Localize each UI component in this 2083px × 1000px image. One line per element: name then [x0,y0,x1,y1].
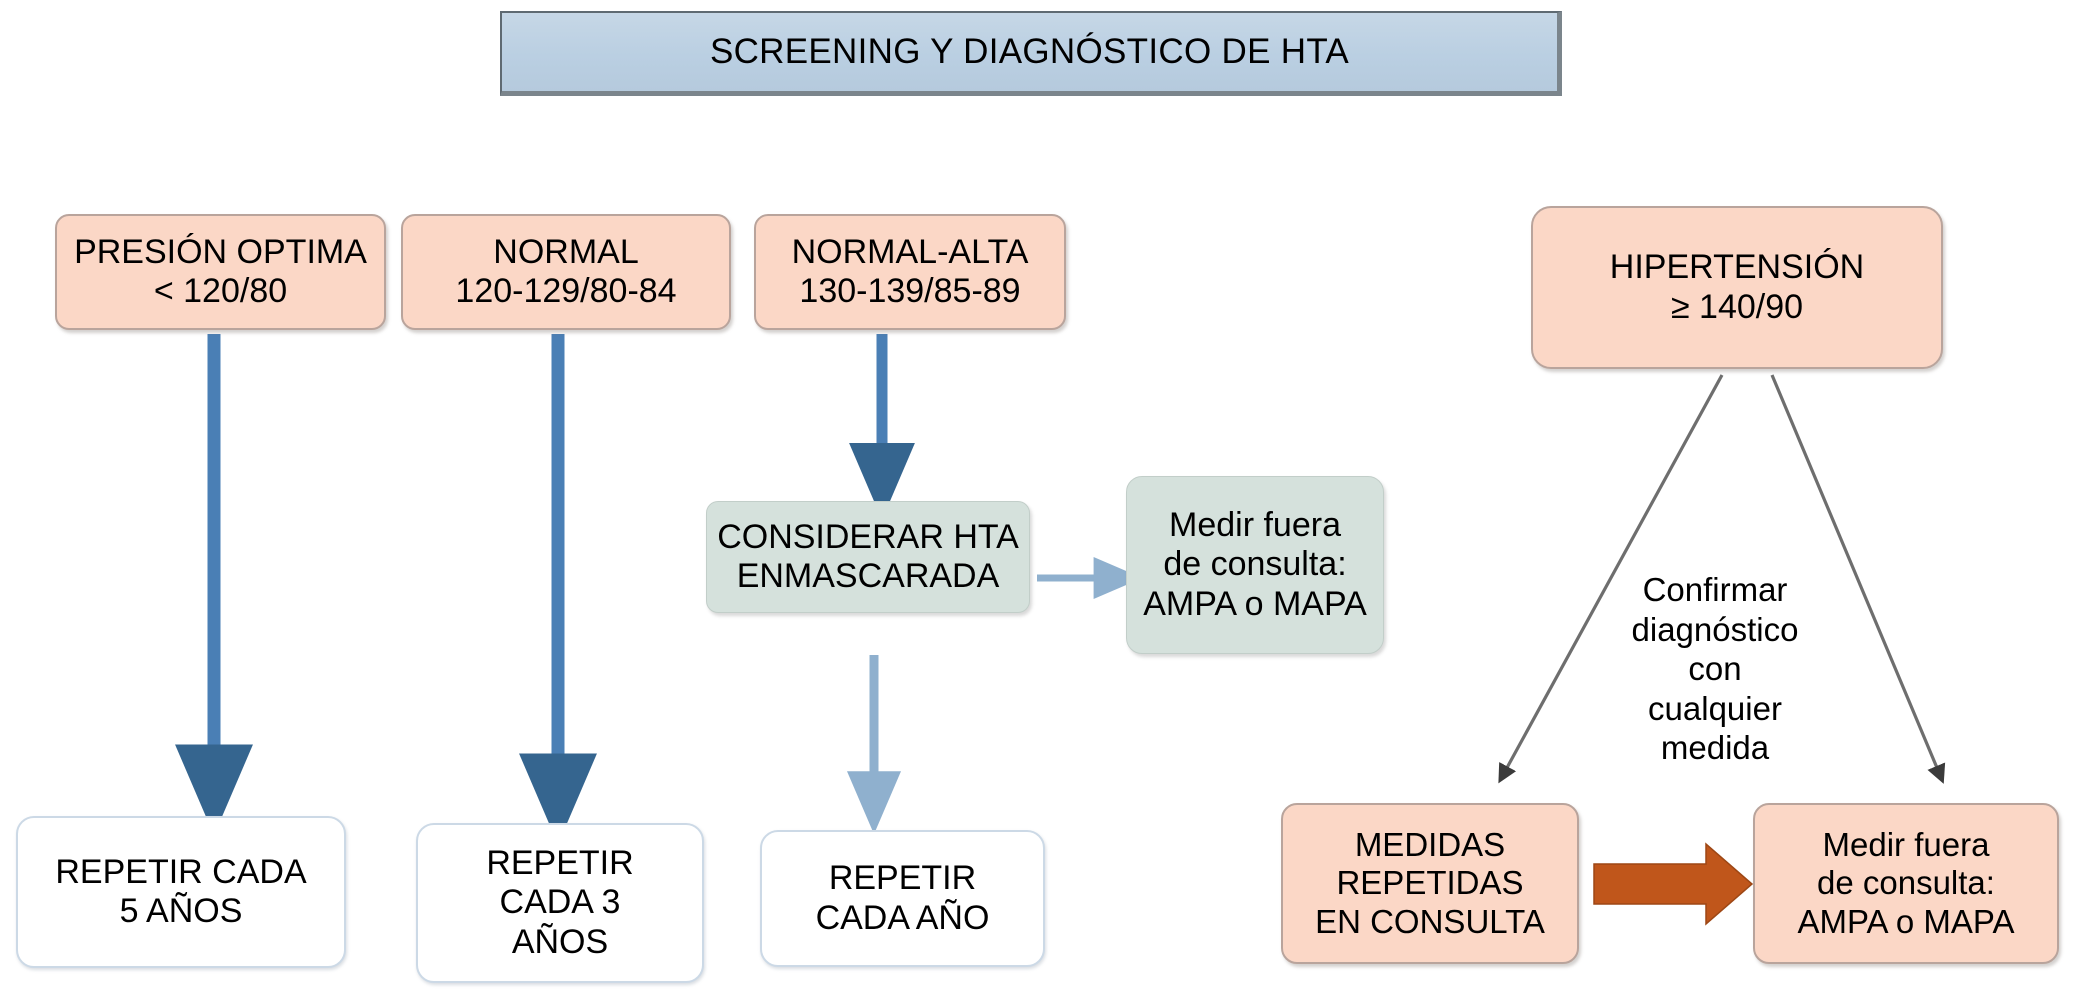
node-considerar-hta-enmascarada[interactable]: CONSIDERAR HTA ENMASCARADA [706,501,1030,613]
node-medir-fuera-consulta-pink[interactable]: Medir fuera de consulta: AMPA o MAPA [1753,803,2059,964]
node-presion-optima[interactable]: PRESIÓN OPTIMA < 120/80 [55,214,386,330]
node-normal-alta[interactable]: NORMAL-ALTA 130-139/85-89 [754,214,1066,330]
node-repetir-cada-ano[interactable]: REPETIR CADA AÑO [760,830,1045,967]
node-hipertension[interactable]: HIPERTENSIÓN ≥ 140/90 [1531,206,1943,369]
annotation-confirmar-diagnostico: Confirmar diagnóstico con cualquier medi… [1631,571,1799,767]
page-title: SCREENING Y DIAGNÓSTICO DE HTA [500,11,1562,96]
node-medidas-repetidas-en-consulta[interactable]: MEDIDAS REPETIDAS EN CONSULTA [1281,803,1579,964]
node-normal[interactable]: NORMAL 120-129/80-84 [401,214,731,330]
node-repetir-cada-3-anos[interactable]: REPETIR CADA 3 AÑOS [416,823,704,983]
node-repetir-cada-5-anos[interactable]: REPETIR CADA 5 AÑOS [16,816,346,968]
arrow-medidas-to-medir-pink [1593,842,1754,926]
node-medir-fuera-consulta-green[interactable]: Medir fuera de consulta: AMPA o MAPA [1126,476,1384,654]
